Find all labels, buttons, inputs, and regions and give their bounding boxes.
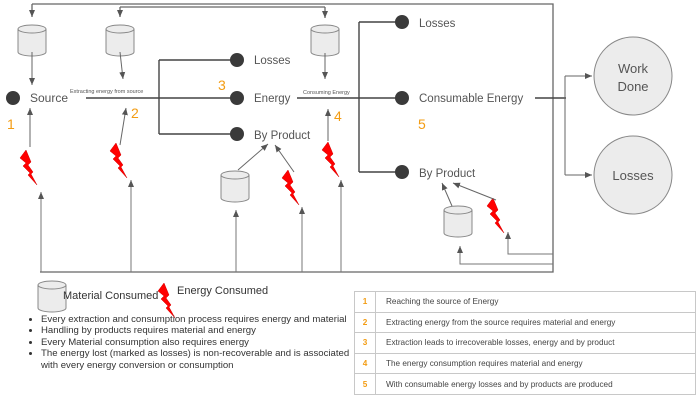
step-number: 4: [334, 108, 342, 124]
work-done-circle: [593, 36, 673, 116]
legend-material-label: Material Consumed: [63, 290, 159, 302]
material-cylinder-icon: [220, 170, 250, 203]
energy-bolt-icon: [281, 169, 300, 206]
energy-node: [230, 91, 244, 105]
step-text-cell: Reaching the source of Energy: [375, 291, 696, 313]
step-number-cell: 2: [354, 311, 376, 334]
flow-nodes: [6, 15, 409, 179]
note-item: Handling by products requires material a…: [41, 325, 353, 336]
work-done-label: Work: [618, 61, 649, 76]
step-number: 1: [7, 116, 15, 132]
energy-bolt-icon: [321, 141, 340, 178]
return-lines: [38, 180, 553, 272]
material-cylinder-icon: [17, 24, 47, 57]
legend-cylinder-icon: [37, 280, 67, 313]
note-item: Every extraction and consumption process…: [41, 314, 353, 325]
work-done-label: Done: [617, 79, 648, 94]
outcome-lines: [564, 73, 592, 178]
energy-bolt-icon: [109, 142, 128, 179]
step-number-cell: 4: [354, 352, 376, 375]
losses-end-label: Losses: [612, 168, 654, 183]
material-cylinder-icon: [443, 205, 473, 238]
consumable-energy-node: [395, 91, 409, 105]
losses-label: Losses: [254, 55, 291, 67]
step-number-cell: 3: [354, 332, 376, 354]
step-number: 3: [218, 77, 226, 93]
consumption-label: Consuming Energy: [303, 90, 350, 96]
step-text-cell: The energy consumption requires material…: [375, 352, 696, 375]
supply-lines: [29, 3, 554, 273]
consumable-energy-label: Consumable Energy: [419, 93, 523, 105]
extraction-label: Extracting energy from source: [70, 89, 143, 95]
by-product-label: By Product: [419, 168, 476, 180]
step-text-cell: With consumable energy losses and by pro…: [375, 373, 696, 395]
losses-node: [395, 15, 409, 29]
material-cylinder-icon: [105, 24, 135, 57]
step-number: 5: [418, 116, 426, 132]
energy-bolt-icon: [486, 197, 505, 234]
legend-lightning-bolt-icon: [157, 282, 176, 319]
energy-arrows: [27, 107, 497, 201]
note-item: The energy lost (marked as losses) is no…: [41, 348, 353, 371]
material-cylinder-icon: [310, 24, 340, 57]
legend-energy-label: Energy Consumed: [177, 285, 269, 297]
losses-circle: [593, 135, 673, 215]
notes-list: Every extraction and consumption process…: [18, 314, 353, 371]
energy-bolt-icon: [19, 149, 38, 186]
by-product-node: [395, 165, 409, 179]
material-arrows: [29, 51, 453, 207]
source-label: Source: [30, 91, 68, 105]
losses-label: Losses: [419, 18, 456, 30]
step-text-cell: Extracting energy from the source requir…: [375, 311, 696, 334]
source-node: [6, 91, 20, 105]
step-number: 2: [131, 105, 139, 121]
step-number-cell: 5: [354, 373, 376, 395]
step-text-cell: Extraction leads to irrecoverable losses…: [375, 332, 696, 354]
by-product-label: By Product: [254, 130, 311, 142]
losses-node: [230, 53, 244, 67]
energy-label: Energy: [254, 93, 291, 105]
step-number-cell: 1: [354, 291, 376, 313]
note-item: Every Material consumption also requires…: [41, 337, 353, 348]
by-product-node: [230, 127, 244, 141]
